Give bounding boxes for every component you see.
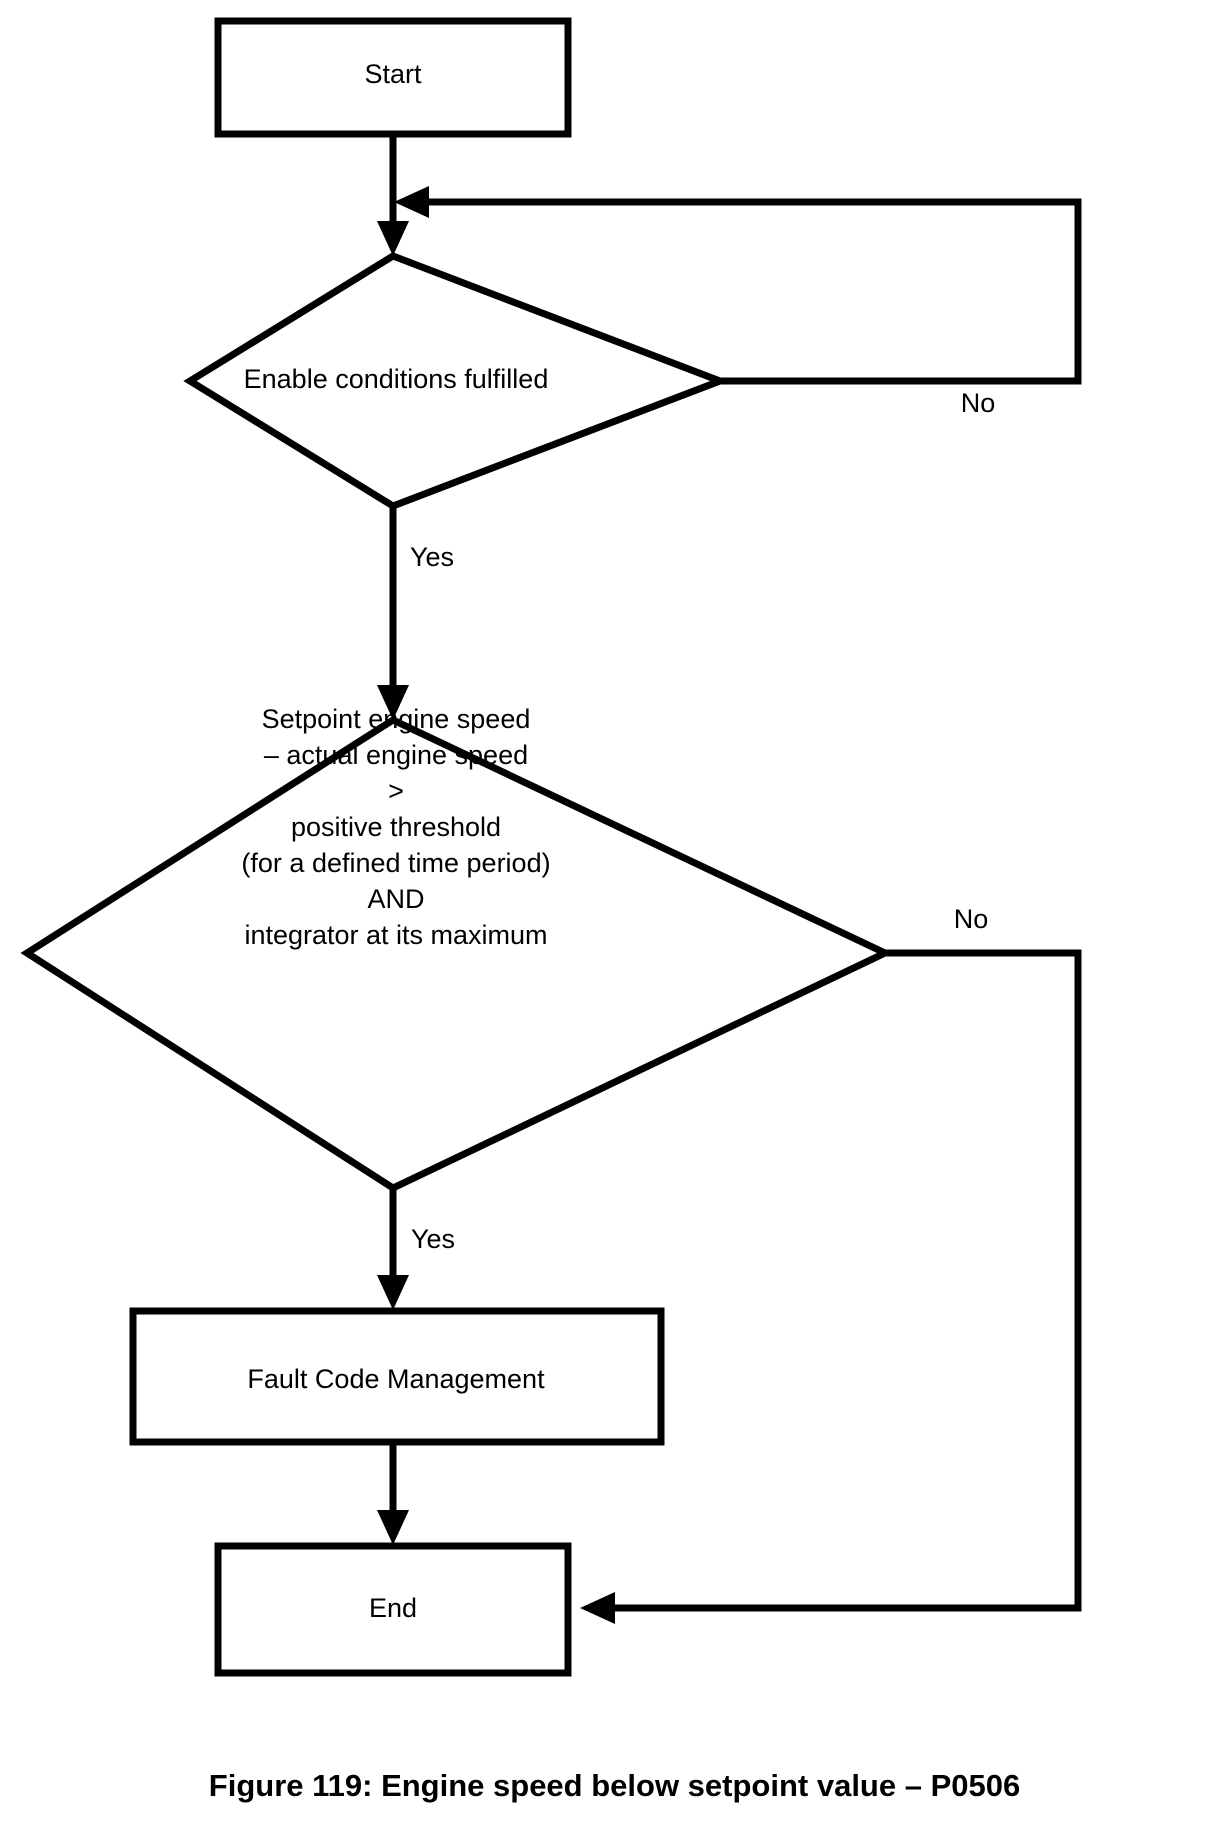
speed-condition-line-3: > (388, 776, 404, 806)
edge-speed-no-loop (580, 949, 1082, 1624)
edge-label-no-speed: No (954, 904, 989, 934)
edge-speed-yes (377, 1188, 409, 1310)
node-enable-conditions[interactable]: Enable conditions fulfilled (183, 252, 730, 510)
arrow-head-icon (377, 685, 409, 720)
arrow-head-icon (377, 1510, 409, 1545)
arrow-head-icon (580, 1592, 615, 1624)
enable-conditions-diamond[interactable] (183, 252, 730, 510)
edge-fcm-to-end (377, 1442, 409, 1545)
arrow-head-icon (394, 186, 429, 218)
edge-line (414, 198, 1082, 385)
edge-enable-yes (377, 508, 409, 720)
node-speed-condition[interactable]: Setpoint engine speed – actual engine sp… (20, 704, 894, 1192)
start-label: Start (364, 59, 422, 89)
edge-label-no-enable: No (961, 388, 996, 418)
speed-condition-line-5: (for a defined time period) (241, 848, 550, 878)
end-box[interactable] (214, 1542, 572, 1677)
speed-condition-line-1: Setpoint engine speed (262, 704, 531, 734)
end-label: End (369, 1593, 417, 1623)
arrow-head-icon (377, 1275, 409, 1310)
edge-label-yes-speed: Yes (411, 1224, 455, 1254)
speed-condition-line-4: positive threshold (291, 812, 501, 842)
edge-start-to-enable (377, 134, 409, 256)
edge-line (600, 949, 1082, 1612)
enable-conditions-label: Enable conditions fulfilled (244, 364, 549, 394)
speed-condition-line-7: integrator at its maximum (244, 920, 547, 950)
speed-condition-line-6: AND (367, 884, 424, 914)
node-fault-code-management[interactable]: Fault Code Management (129, 1307, 665, 1446)
edge-enable-no-loop (394, 186, 1082, 385)
figure-caption: Figure 119: Engine speed below setpoint … (208, 1768, 1021, 1803)
node-end[interactable]: End (214, 1542, 572, 1677)
start-box[interactable] (214, 17, 572, 138)
fault-code-management-label: Fault Code Management (247, 1364, 545, 1394)
speed-condition-line-2: – actual engine speed (264, 740, 528, 770)
arrow-head-icon (377, 221, 409, 256)
edge-label-yes-enable: Yes (410, 542, 454, 572)
node-start[interactable]: Start (214, 17, 572, 138)
fault-code-management-box[interactable] (129, 1307, 665, 1446)
speed-condition-diamond[interactable] (20, 716, 894, 1192)
